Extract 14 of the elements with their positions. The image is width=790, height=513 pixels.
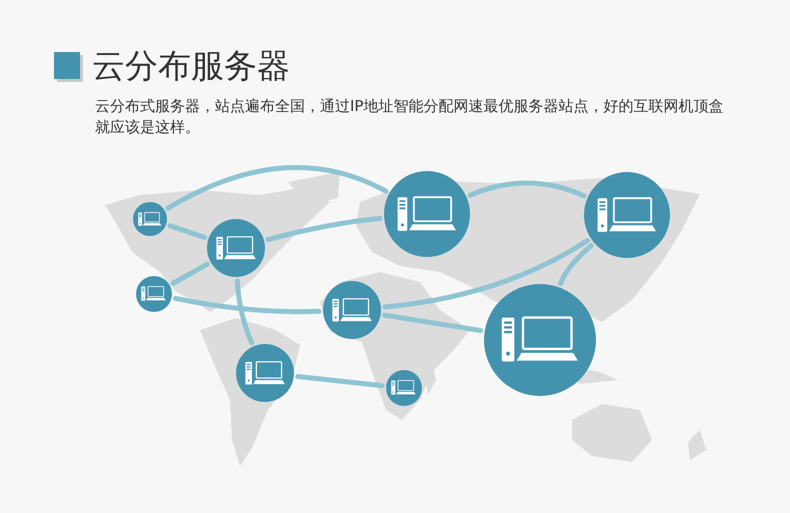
connection-swoosh: [167, 223, 208, 240]
server-circle: [136, 276, 172, 312]
connection-swoosh: [265, 216, 383, 242]
connection-swoosh: [558, 243, 594, 286]
title: 云分布服务器: [92, 46, 290, 86]
connection-swoosh: [173, 296, 322, 314]
description-text: 云分布式服务器，站点遍布全国，通过IP地址智能分配网速最优服务器站点，好的互联网机顶盒就应该是这样。: [95, 96, 724, 138]
connection-swoosh: [166, 165, 388, 211]
connection-swoosh: [468, 180, 587, 198]
connection-swoosh: [382, 238, 590, 310]
connection-swoosh: [295, 374, 385, 388]
connection-swoosh: [170, 262, 210, 286]
connection-swoosh: [382, 312, 484, 334]
connection-swoosh: [234, 278, 254, 346]
